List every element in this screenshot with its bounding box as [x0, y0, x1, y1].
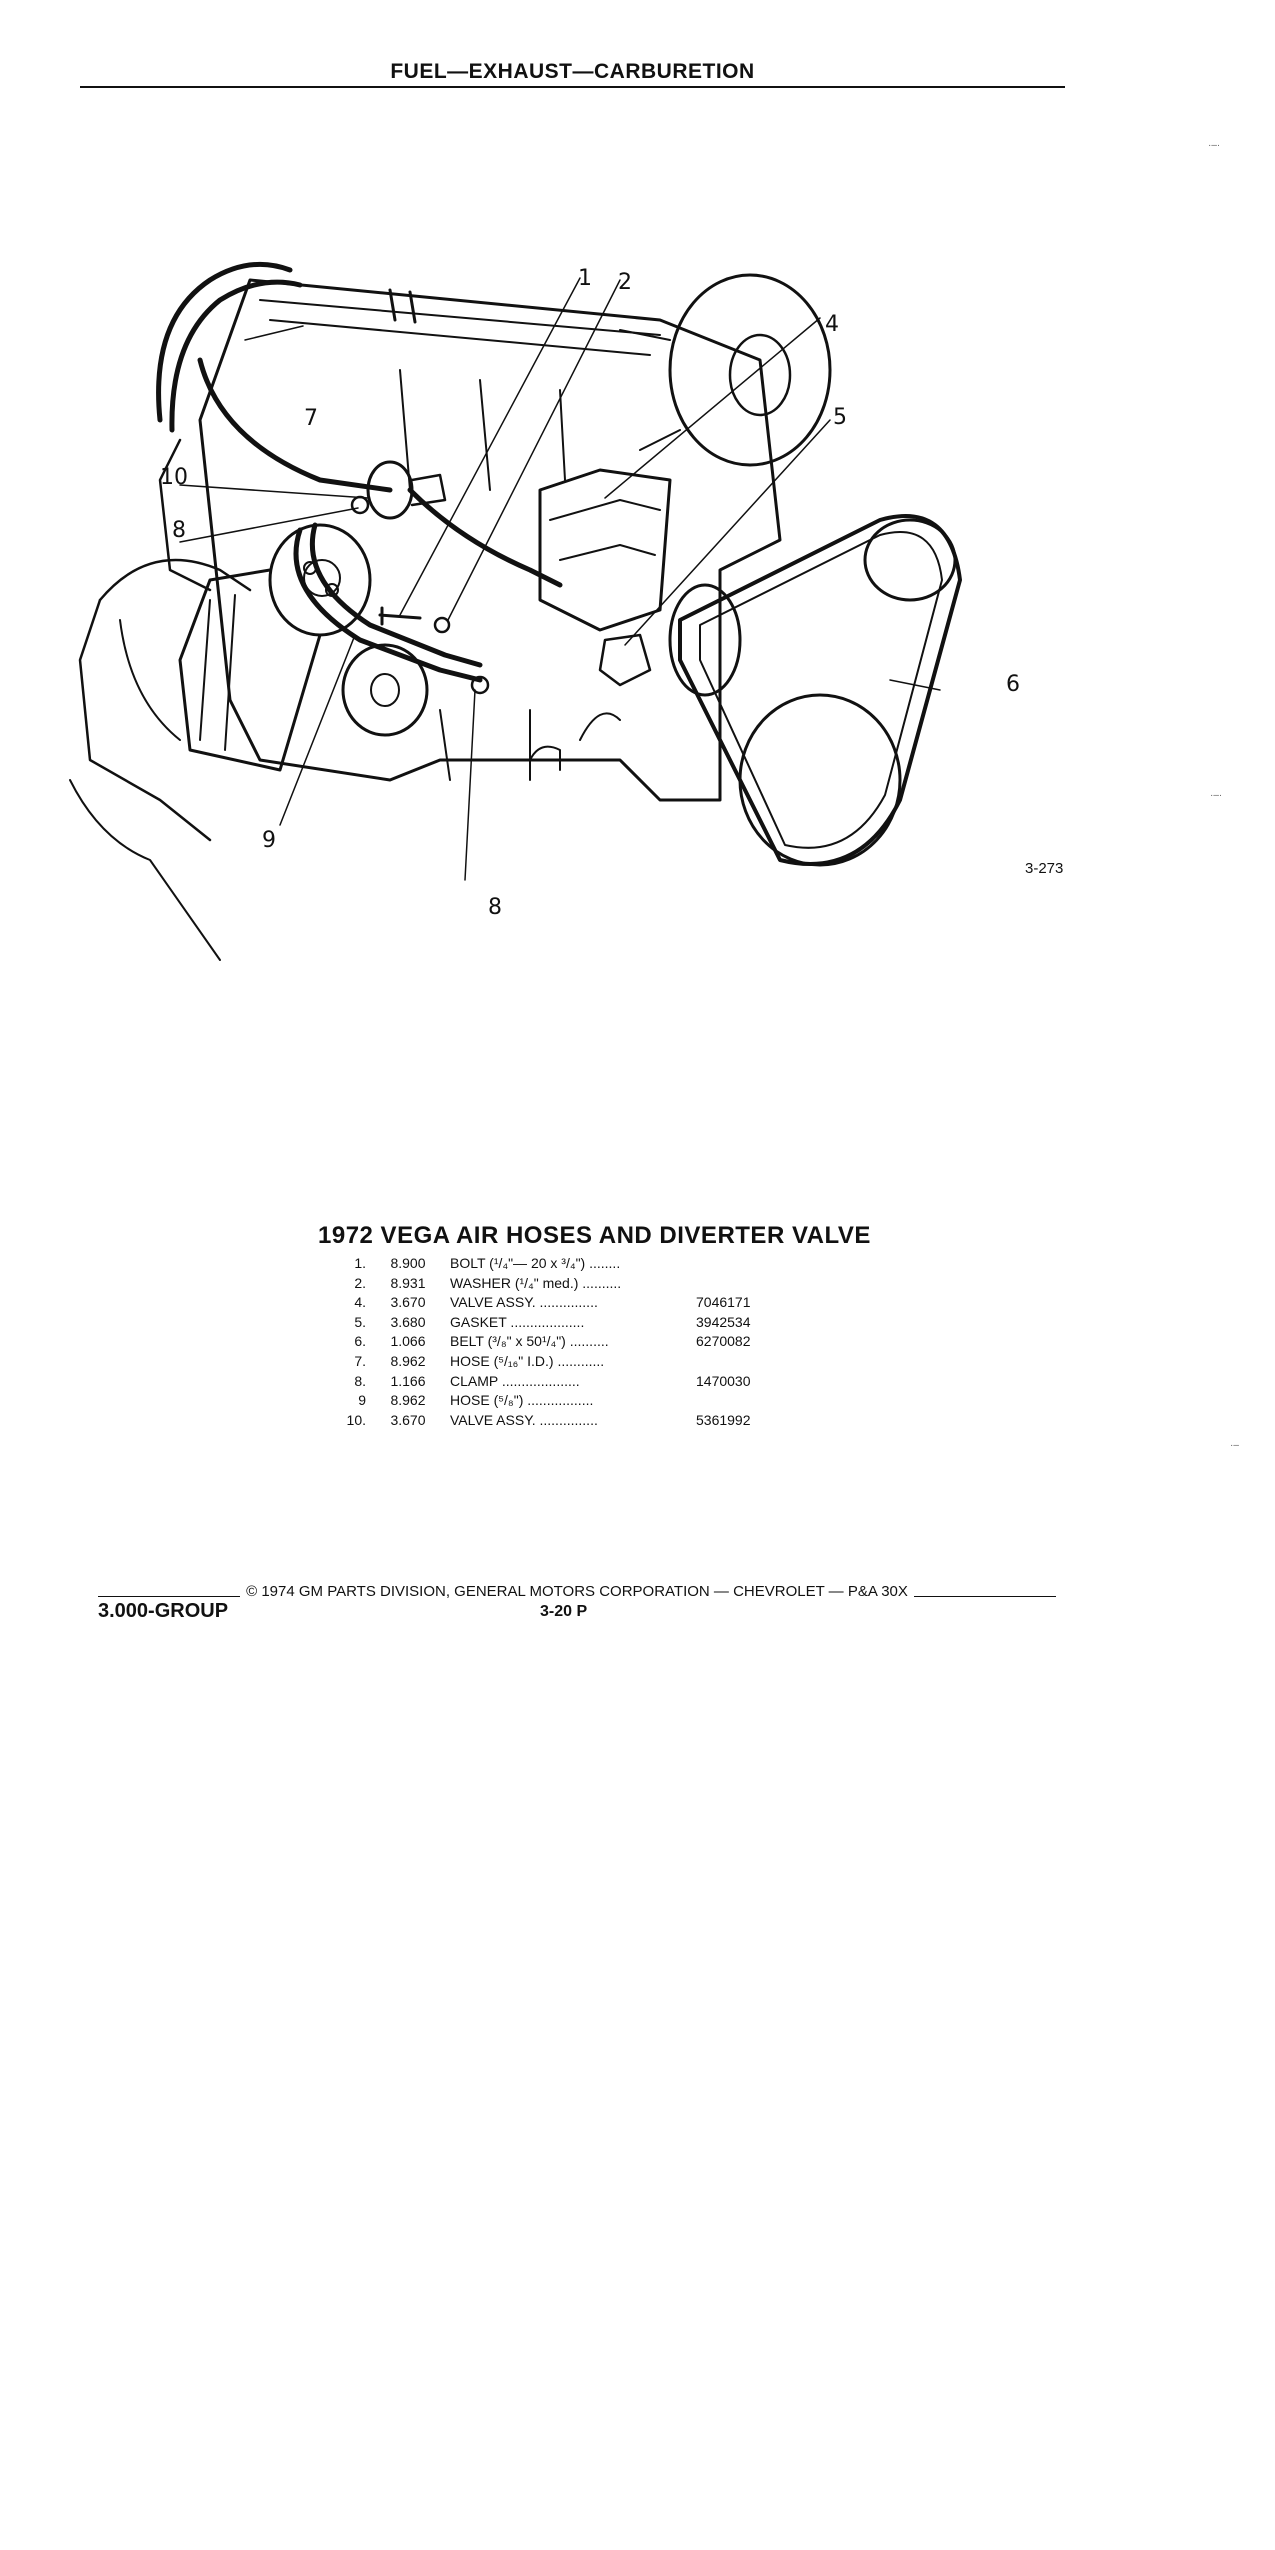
page-header-title: FUEL—EXHAUST—CARBURETION	[390, 60, 755, 83]
part-description: VALVE ASSY. ...............	[450, 1411, 598, 1428]
bolt	[378, 606, 422, 626]
callout-2: 2	[618, 270, 632, 295]
check-valve	[366, 460, 447, 520]
group-number: 1.066	[390, 1333, 426, 1350]
callout-1: 1	[578, 266, 592, 291]
group-number: 3.670	[390, 1294, 426, 1311]
part-description: HOSE (⁵/₈") .................	[450, 1392, 594, 1409]
group-number: 8.900	[390, 1255, 426, 1271]
air-pump-pulley	[619, 273, 832, 467]
parts-list-row: 4. 3.670 VALVE ASSY. ............... 704…	[318, 1293, 838, 1313]
callout-8-lower: 8	[488, 895, 502, 920]
part-description: BOLT (¹/₄"— 20 x ³/₄") ........	[450, 1255, 621, 1271]
part-description: HOSE (⁵/₁₆" I.D.) ............	[450, 1352, 605, 1369]
part-number	[692, 1391, 816, 1411]
part-description: VALVE ASSY. ...............	[450, 1294, 598, 1311]
leader-lines	[179, 277, 941, 881]
parts-list-row: 9 8.962 HOSE (⁵/₈") .................	[318, 1391, 838, 1411]
parts-list-row: 5. 3.680 GASKET ................... 3942…	[318, 1313, 838, 1333]
clamp-upper	[350, 495, 370, 515]
parts-list-row: 2. 8.931 WASHER (¹/₄" med.) ..........	[318, 1274, 838, 1294]
page-number: 3-20 P	[540, 1603, 588, 1620]
item-number: 4.	[354, 1294, 366, 1311]
part-description: BELT (³/₈" x 50¹/₄") ..........	[450, 1333, 609, 1350]
part-description: GASKET ...................	[450, 1313, 585, 1330]
callout-10: 10	[160, 465, 188, 490]
copyright-text: © 1974 GM PARTS DIVISION, GENERAL MOTORS…	[246, 1583, 908, 1600]
copyright-line: © 1974 GM PARTS DIVISION, GENERAL MOTORS…	[98, 1583, 1056, 1600]
group-number: 3.680	[390, 1313, 426, 1330]
parts-list-title: 1972 VEGA AIR HOSES AND DIVERTER VALVE	[318, 1222, 871, 1249]
item-number: 6.	[354, 1333, 366, 1350]
scan-mark: ·–	[1230, 1440, 1239, 1451]
part-number: 6270082	[696, 1333, 751, 1350]
footer-rule-left	[98, 1596, 241, 1597]
air-hoses	[156, 261, 563, 683]
part-number	[692, 1254, 816, 1274]
callout-7: 7	[304, 406, 318, 431]
part-number: 5361992	[696, 1411, 751, 1428]
group-number: 3.670	[390, 1411, 426, 1428]
callout-6: 6	[1006, 672, 1020, 697]
parts-list: 1. 8.900 BOLT (¹/₄"— 20 x ³/₄") ........…	[318, 1254, 838, 1430]
starter-motor	[178, 523, 429, 772]
group-label: 3.000-GROUP	[98, 1600, 229, 1622]
parts-list-row: 7. 8.962 HOSE (⁵/₁₆" I.D.) ............	[318, 1352, 838, 1372]
group-number: 8.931	[390, 1274, 426, 1291]
part-number	[692, 1274, 816, 1294]
valve-flange	[598, 633, 652, 687]
part-description: WASHER (¹/₄" med.) ..........	[450, 1274, 622, 1291]
part-number: 3942534	[696, 1313, 751, 1330]
part-number: 7046171	[696, 1294, 751, 1311]
callout-8-upper: 8	[172, 518, 186, 543]
item-number: 7.	[354, 1352, 366, 1369]
item-number: 10.	[346, 1411, 366, 1428]
parts-list-row: 1. 8.900 BOLT (¹/₄"— 20 x ³/₄") ........	[318, 1254, 838, 1274]
item-number: 5.	[354, 1313, 366, 1330]
item-number: 2.	[354, 1274, 366, 1291]
parts-list-row: 8. 1.166 CLAMP .................... 1470…	[318, 1372, 838, 1392]
engine-block	[198, 278, 782, 802]
scan-mark: ·–·	[1208, 140, 1221, 151]
group-number: 8.962	[390, 1392, 426, 1409]
washer	[433, 616, 451, 634]
callout-5: 5	[833, 405, 847, 430]
group-number: 8.962	[390, 1352, 426, 1369]
clamp-lower	[470, 675, 490, 695]
callout-9: 9	[262, 828, 276, 853]
part-description: CLAMP ....................	[450, 1372, 580, 1389]
group-number: 1.166	[390, 1372, 426, 1389]
part-number	[692, 1352, 816, 1372]
callout-4: 4	[825, 312, 839, 337]
diverter-valve-body	[538, 468, 672, 632]
part-number: 1470030	[696, 1372, 751, 1389]
engine-illustration	[69, 261, 962, 961]
parts-list-row: 10. 3.670 VALVE ASSY. ............... 53…	[318, 1411, 838, 1431]
item-number: 1.	[354, 1255, 366, 1271]
item-number: 9	[358, 1392, 366, 1409]
header-rule	[80, 86, 1065, 88]
item-number: 8.	[354, 1372, 366, 1389]
drive-belt	[668, 514, 962, 867]
scan-mark: ·–·	[1210, 790, 1223, 801]
footer-rule-right	[913, 1596, 1056, 1597]
figure-number: 3-273	[1025, 860, 1064, 877]
parts-list-row: 6. 1.066 BELT (³/₈" x 50¹/₄") ..........…	[318, 1332, 838, 1352]
